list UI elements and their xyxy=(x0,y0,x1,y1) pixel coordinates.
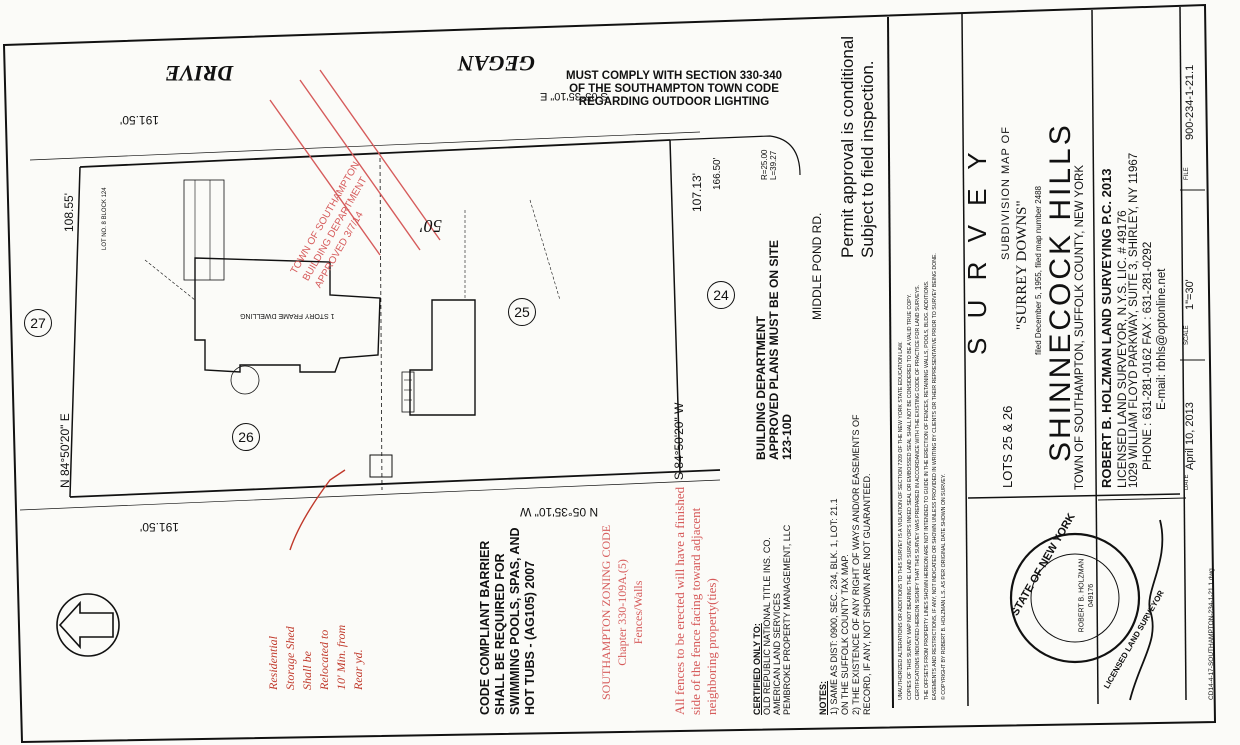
patio-curve xyxy=(230,365,260,395)
bearing-right: S 84°50'20" W xyxy=(672,402,686,480)
red-handwritten-arrow xyxy=(289,469,346,551)
sheet-border xyxy=(2,3,1217,744)
file-value: 900-234-1-21.1 xyxy=(1184,64,1196,140)
map-name: "SURREY DOWNS" xyxy=(1014,200,1030,330)
title-hline-2 xyxy=(1097,497,1187,501)
dim-top: 191.50' xyxy=(120,113,159,127)
lighting-note: MUST COMPLY WITH SECTION 330-340 OF THE … xyxy=(566,70,782,108)
title-divider-3 xyxy=(1091,9,1099,705)
certified-block: CERTIFIED ONLY TO: OLD REPUBLIC NATIONAL… xyxy=(752,524,792,715)
firm-email: E-mail: rbhls@optonline.net xyxy=(1156,268,1168,410)
file-label: FILE xyxy=(1184,167,1190,180)
road-edge-bottom xyxy=(19,479,721,511)
seal-inner xyxy=(1030,553,1120,643)
firm-address: 1029 WILLIAM FLOYD PARKWAY, SUITE 3, SHI… xyxy=(1128,152,1140,488)
middle-pond-road: MIDDLE POND RD. xyxy=(810,212,824,320)
dwelling-outline xyxy=(194,257,381,373)
lot-line-mid xyxy=(379,157,383,491)
lot-25: 25 xyxy=(508,298,536,326)
lot-24: 24 xyxy=(707,281,735,309)
street-drive: DRIVE xyxy=(165,61,234,86)
north-arrow-circle xyxy=(56,593,120,657)
seal-number: 049176 xyxy=(1088,583,1096,608)
lot-26: 26 xyxy=(232,423,260,451)
scale-value: 1"=30' xyxy=(1184,279,1196,310)
dim-left: 108.55' xyxy=(62,193,76,232)
building-dept-note: BUILDING DEPARTMENT APPROVED PLANS MUST … xyxy=(754,239,794,460)
legal-fine-print: UNAUTHORIZED ALTERATIONS OR ADDITIONS TO… xyxy=(898,253,947,700)
dim-bottom: 191.50' xyxy=(140,520,179,534)
dim-right-top: 166.50' xyxy=(712,157,723,191)
title-divider-1 xyxy=(887,16,894,709)
seal-outer xyxy=(1009,532,1141,664)
road-edge-top xyxy=(29,131,701,161)
curve-data: R=25.00 L=39.27 xyxy=(760,149,778,180)
property-line-top xyxy=(79,139,671,168)
property-line-left xyxy=(69,166,81,498)
pool-dimension: 50' xyxy=(420,216,442,236)
driveway-strip xyxy=(183,179,225,281)
zoning-stamp: SOUTHAMPTON ZONING CODE Chapter 330-109A… xyxy=(599,524,645,700)
lots-label: LOTS 25 & 26 xyxy=(1000,405,1015,488)
pool-outline xyxy=(409,299,476,416)
pool-steps xyxy=(401,371,415,413)
fence-note: All fences to be erected will have a fin… xyxy=(672,486,719,715)
footer-code: CD14-4-17-SOUTHAMPTON-234-1-21.1.dwg xyxy=(1208,568,1215,700)
dwelling-label: 1 STORY FRAME DWELLING xyxy=(240,312,335,319)
scale-label: SCALE xyxy=(1184,325,1190,345)
shed-relocation-note: Residential Storage Shed Shall be Reloca… xyxy=(266,624,365,690)
bearing-bottom: N 05°35'10" W xyxy=(520,505,599,519)
title-divider-2 xyxy=(961,13,969,707)
road-curve xyxy=(669,135,801,176)
town-county: TOWN OF SOUTHAMPTON, SUFFOLK COUNTY, NEW… xyxy=(1074,164,1086,490)
street-gegan: GEGAN xyxy=(458,51,536,76)
permit-note: Permit approval is conditional Subject t… xyxy=(838,35,877,258)
date-label: DATE xyxy=(1184,474,1190,490)
north-arrow xyxy=(58,600,114,650)
subdivision-label: SUBDIVISION MAP OF xyxy=(1000,126,1012,260)
signature-scrawl xyxy=(1129,519,1164,701)
shed-outline xyxy=(369,454,393,478)
block-label-left: LOT NO. 8 BLOCK 124 xyxy=(102,187,108,250)
firm-name: ROBERT B. HOLZMAN LAND SURVEYING P.C. 20… xyxy=(1099,168,1114,488)
place-name: SHINNECOCK HILLS xyxy=(1044,122,1077,462)
firm-license: LICENSED LAND SURVEYOR, N.Y.S. LIC. # 49… xyxy=(1115,210,1129,488)
property-line-right xyxy=(669,139,681,474)
bearing-top: S 05°35'10" E xyxy=(540,90,608,102)
firm-phone: PHONE : 631-281-0162 FAX : 631-281-0292 xyxy=(1142,241,1154,470)
dim-right: 107.13' xyxy=(690,173,704,212)
title-divider-4 xyxy=(1179,6,1187,701)
property-line-bottom xyxy=(69,469,721,498)
filed-note: filed December 5, 1955, filed map number… xyxy=(1034,186,1043,355)
pool-barrier-note: CODE COMPLIANT BARRIER SHALL BE REQUIRED… xyxy=(478,527,537,715)
lot-27: 27 xyxy=(24,309,52,337)
date-value: April 10, 2013 xyxy=(1184,402,1196,470)
bearing-left: N 84°50'20" E xyxy=(58,413,72,488)
title-hline xyxy=(967,493,1181,499)
seal-name: ROBERT B. HOLZMAN xyxy=(1078,558,1086,633)
notes-block: NOTES: 1) SAME AS DIST: 0900, SEC. 234, … xyxy=(818,414,872,715)
survey-title: S U R V E Y xyxy=(962,146,992,355)
